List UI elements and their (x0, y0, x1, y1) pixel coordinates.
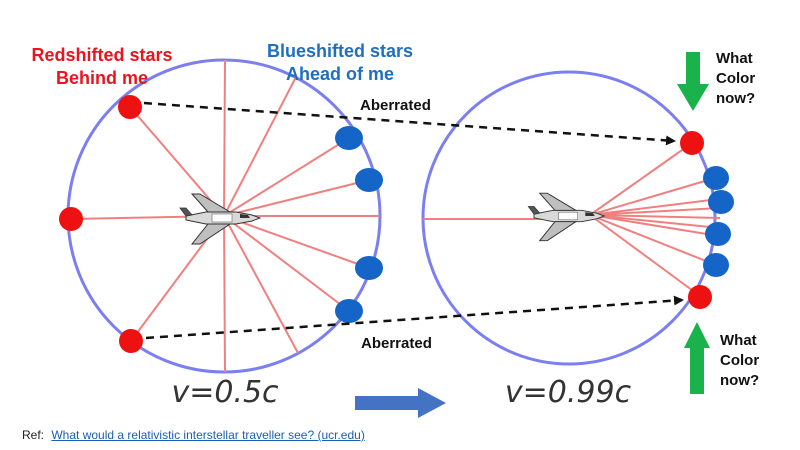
red-star-top-left (118, 95, 142, 119)
green-up-arrow (684, 322, 710, 394)
blueshifted-label-line2: Ahead of me (286, 64, 394, 84)
aberration-arrow-bottom (145, 295, 684, 340)
blue-star (355, 256, 383, 280)
red-star-bottom-left (119, 329, 143, 353)
reference-link[interactable]: What would a relativistic interstellar t… (51, 428, 365, 442)
right-panel (421, 70, 734, 366)
blueshifted-label-line1: Blueshifted stars (267, 41, 413, 61)
redshifted-label-line2: Behind me (56, 68, 148, 88)
aberration-arrow-top (143, 101, 676, 146)
blue-star (708, 190, 734, 214)
red-star-top-right (680, 131, 704, 155)
velocity-label-left: v=0.5c (171, 375, 279, 410)
reference-prefix: Ref: (22, 428, 45, 442)
what-color-label-bottom: What Color now? (720, 332, 763, 389)
blue-star (335, 299, 363, 323)
redshifted-label-line1: Redshifted stars (31, 45, 172, 65)
aberrated-label-top: Aberrated (360, 97, 431, 114)
left-panel (59, 58, 383, 374)
blue-star (703, 253, 729, 277)
reference-line: Ref: What would a relativistic interstel… (22, 428, 365, 442)
what-color-label-top: What Color now? (716, 50, 759, 107)
velocity-label-right: v=0.99c (505, 375, 632, 410)
right-light-rays (423, 142, 721, 297)
left-light-rays (70, 59, 380, 373)
red-star-bottom-right (688, 285, 712, 309)
green-down-arrow (677, 52, 709, 111)
blue-star (335, 126, 363, 150)
blue-star (355, 168, 383, 192)
red-star-left (59, 207, 83, 231)
blue-star (705, 222, 731, 246)
aberrated-label-bottom: Aberrated (361, 335, 432, 352)
transition-arrow (355, 388, 446, 418)
blue-star (703, 166, 729, 190)
space-shuttle-icon (527, 192, 605, 242)
